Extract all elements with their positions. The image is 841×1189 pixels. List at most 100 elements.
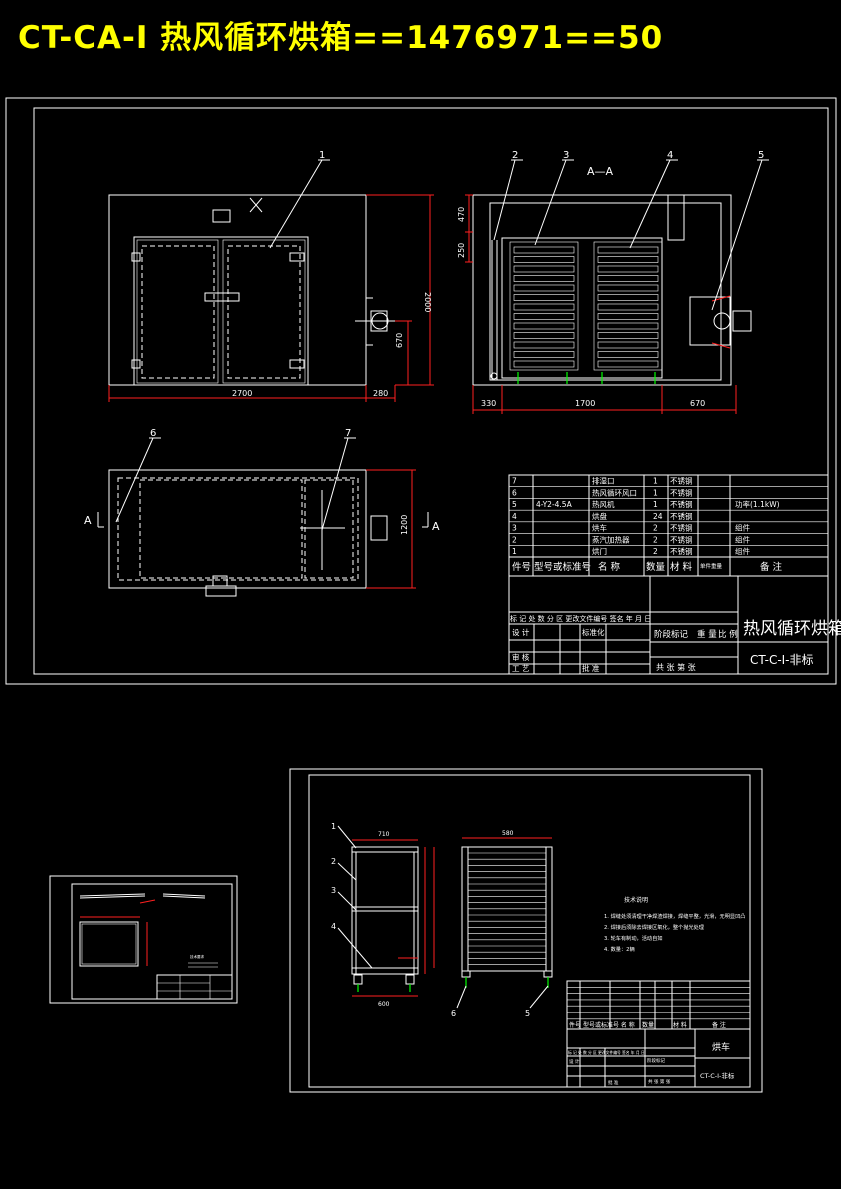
tray-slat [597,303,659,311]
tb-weight: 重 量 [697,629,717,640]
bom-cell-name: 烘盘 [592,511,607,521]
tray-slat [597,256,659,263]
cart-callout-2: 2 [331,857,336,866]
bom-cell-qty: 24 [653,512,663,521]
bom-cell-mat: 不锈钢 [670,487,693,497]
page-title: CT-CA-Ⅰ 热风循环烘箱==1476971==50 [18,20,664,56]
tray-slat [597,284,659,292]
cart-slats [468,852,546,965]
bom-header-qty: 数量 [646,561,666,573]
tray-slat [513,275,575,282]
tb-std: 标准化 [582,627,605,637]
cart-callout-1: 1 [331,822,336,831]
tray-slat [597,265,659,273]
callout-7: 7 [345,428,351,439]
section-label: A—A [587,165,614,178]
cart-callout-5: 5 [525,1009,530,1018]
callout-3: 3 [563,150,569,161]
bom-cell-no: 2 [512,535,517,544]
cart-callout-4: 4 [331,922,336,931]
section-mark-left: A [84,514,92,527]
bom-cell-qty: 1 [653,477,658,486]
sheet2-bom-qty: 数量 [642,1021,654,1029]
tech-note-4: 4. 数量：2辆 [604,945,635,953]
tray-slat [597,313,659,320]
section-mark-right: A [432,520,440,533]
bom-cell-mat: 不锈钢 [670,499,693,509]
tray-slat [513,322,575,330]
plan-view: 1200 A A 6 7 [84,428,440,597]
tray-slat [513,360,575,368]
sheet2-tb-stage: 阶段标记 [647,1057,665,1064]
sheet2-bom-mat: 材 料 [673,1021,687,1029]
tray-slat [597,294,659,301]
cart-callout-6: 6 [451,1009,456,1018]
tray-slat [597,351,659,358]
sheet2-tb-approve: 批 准 [608,1079,619,1086]
bom-cell-qty: 1 [653,488,658,497]
title-block: 标 记 处 数 分 区 更改文件编号 签名 年 月 日 设 计 标准化 审 核 … [508,575,841,675]
dim-cart-bottom: 600 [378,1001,390,1008]
tb-review: 审 核 [512,652,530,662]
tray-slat [597,360,659,368]
section-view-aa: A—A 330 1700 670 470 250 [457,150,769,414]
tray-slat [513,341,575,349]
bom-cell-mat: 不锈钢 [670,534,693,544]
trays-left [513,246,575,368]
tb-stage: 阶段标记 [654,629,689,640]
bom-cell-qty: 2 [653,547,658,556]
bom-cell-no: 5 [512,500,517,509]
callout-6: 6 [150,428,156,439]
callout-5: 5 [758,150,764,161]
tech-notes-title: 技术说明 [624,896,648,904]
bom-cell-no: 6 [512,488,517,497]
callout-2: 2 [512,150,518,161]
bom-cell-name: 蒸汽加热器 [592,534,630,544]
callout-4: 4 [667,150,673,161]
tray-slat [597,332,659,339]
tray-slat [597,322,659,330]
bom-cell-note: 组件 [735,534,750,544]
bom-cell-mat: 不锈钢 [670,546,693,556]
tb-process: 工 艺 [512,664,529,673]
dim-front-lower: 670 [395,333,404,348]
tray-slat [597,246,659,254]
tb-approve: 批 准 [582,663,600,673]
front-view: 2700 280 2000 670 1 [108,150,434,402]
tech-note-2: 2. 焊接后须除去焊接区氧化，整个抛光处理 [604,923,705,931]
cart-callout-3: 3 [331,886,336,895]
dim-side-upper: 250 [457,243,466,258]
bom-cell-no: 7 [512,477,517,486]
dim-front-width: 2700 [232,389,252,398]
tray-slat [513,303,575,311]
sheet2-bom-note: 备 注 [712,1021,726,1029]
sheet-3: 技术要求 [49,875,238,1004]
sheet-2: 710 600 1 2 3 4 580 6 5 [289,768,763,1093]
sheet2-tb-sheets: 共 张 第 张 [648,1078,671,1085]
bom-cell-mat: 不锈钢 [670,523,693,533]
dim-side-top: 470 [457,207,466,222]
sheet2-tb-design: 设 计 [569,1058,580,1065]
tray-slat [513,332,575,339]
sheet2-drawing-name: 烘车 [712,1041,730,1053]
bom-header-mat: 材 料 [670,561,693,573]
bom-cell-no: 1 [512,547,517,556]
bom-cell-no: 3 [512,524,517,533]
tray-slat [597,275,659,282]
bom-cell-qty: 2 [653,535,658,544]
bom-header-no: 件号 [512,561,531,573]
bom-header-spec: 型号或标准号 [534,561,591,573]
sheet2-bom-lines [567,986,750,1020]
dim-side-left: 330 [481,399,496,408]
tray-slat [597,341,659,349]
tb-scale: 比 例 [718,629,738,640]
bom-cell-name: 烘车 [592,523,607,533]
bom-cell-note: 功率(1.1kW) [735,499,780,509]
tb-revision-row: 标 记 处 数 分 区 更改文件编号 签名 年 月 日 [510,614,651,623]
sheet2-title-block: 标 记 处 数 分 区 更改文件编号 签名 年 月 日 阶段标记 共 张 第 张… [566,1028,751,1088]
tray-slat [513,313,575,320]
bom-cell-spec: 4-Y2-4.5A [536,500,573,509]
tech-note-1: 1. 焊缝处须清理干净焊渣焊接，焊缝平整，光滑，无明显凹凸 [604,912,745,920]
tray-slat [513,265,575,273]
